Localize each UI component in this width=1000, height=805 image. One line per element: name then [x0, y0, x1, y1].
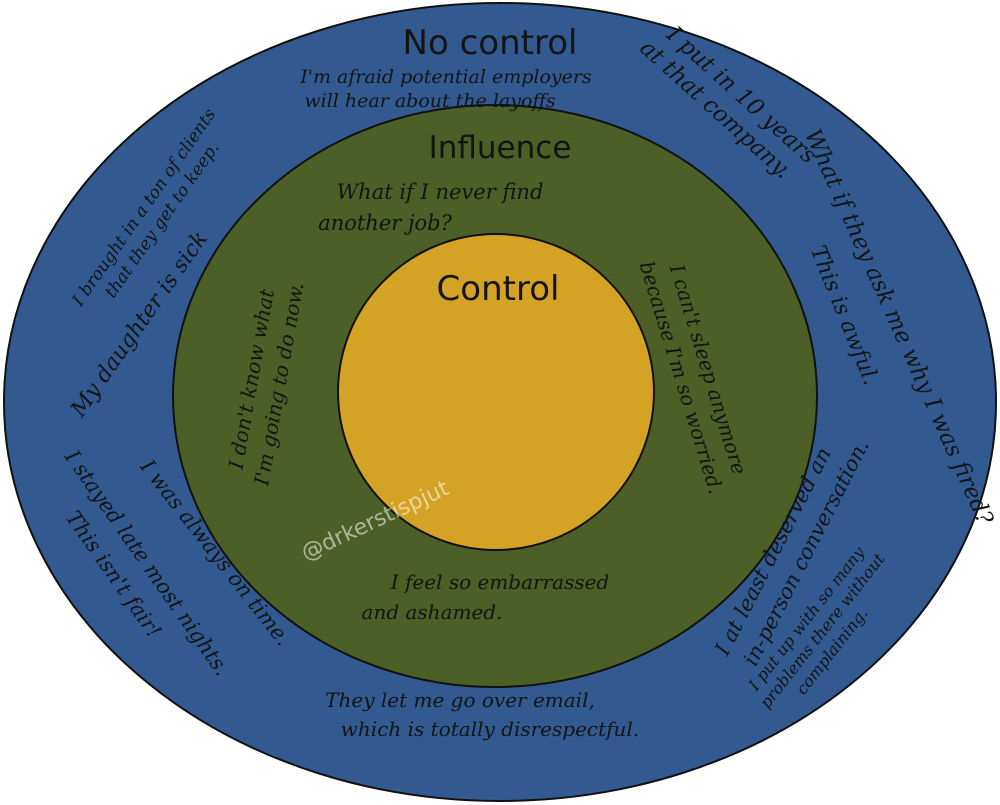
- note-line: will hear about the layoffs: [304, 90, 555, 112]
- note-let-go-over-email: They let me go over email, which is tota…: [325, 688, 639, 741]
- note-line: What if I never find: [337, 180, 544, 204]
- note-line: I'm afraid potential employers: [299, 66, 592, 88]
- note-line: They let me go over email,: [325, 688, 595, 712]
- note-never-find-job: What if I never find another job?: [318, 180, 543, 235]
- note-potential-employers: I'm afraid potential employers will hear…: [299, 66, 592, 112]
- label-influence: Influence: [429, 130, 572, 166]
- note-line: another job?: [318, 211, 452, 235]
- label-control: Control: [437, 269, 560, 309]
- label-no-control: No control: [403, 23, 578, 63]
- note-embarrassed: I feel so embarrassed and ashamed.: [362, 570, 610, 624]
- note-line: which is totally disrespectful.: [341, 717, 639, 741]
- note-line: and ashamed.: [362, 600, 503, 624]
- note-line: I feel so embarrassed: [390, 570, 610, 594]
- inner-circle-control: [337, 233, 655, 551]
